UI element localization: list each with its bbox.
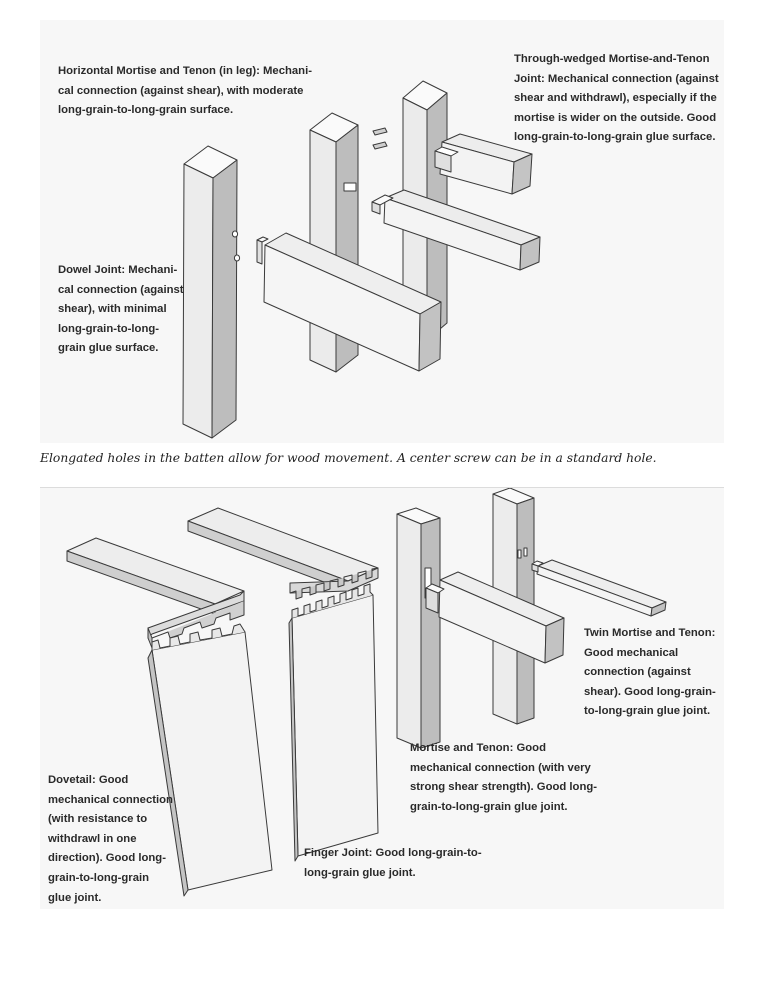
mortise-hole: [343, 182, 357, 192]
post-dowel: [182, 145, 241, 439]
dovetail-bottom-board: [147, 623, 273, 897]
dovetail-top-board: [66, 537, 245, 649]
dowel-hole: [231, 230, 239, 238]
finger-bottom-board: [288, 583, 379, 862]
wedges: [372, 127, 388, 150]
top-joints-drawing: [182, 80, 541, 439]
twin-mortise-hole: [523, 547, 528, 557]
bottom-joints-drawing: [66, 488, 667, 897]
bottom-joints-illustration: Twin Mortise and Tenon: Good mechanical …: [40, 487, 724, 909]
rail-dowel: [256, 232, 442, 372]
twin-mortise-hole: [517, 549, 522, 559]
label-mortise-tenon: Mortise and Tenon: Good mechanical conne…: [410, 742, 598, 813]
finger-top-board: [187, 507, 379, 600]
figure-caption: Elongated holes in the batten allow for …: [40, 451, 657, 465]
label-through-wedged: Through-wedged Mortise-and-Tenon Joint: …: [514, 53, 719, 144]
label-twin-mortise: Twin Mortise and Tenon: Good mechanical …: [584, 627, 716, 718]
label-dovetail: Dovetail: Good mechanical connection (wi…: [48, 774, 173, 904]
dowel-hole: [233, 254, 241, 262]
label-finger-joint: Finger Joint: Good long-grain-to- long-g…: [304, 847, 482, 879]
rail-through-wedged: [434, 133, 533, 195]
label-dowel-joint: Dowel Joint: Mechani- cal connection (ag…: [58, 264, 184, 355]
post-mortise-tenon: [396, 507, 441, 749]
rail-horizontal-tenon: [371, 189, 541, 271]
rail-twin-tenon: [531, 559, 667, 617]
rail-mortise-tenon: [425, 571, 565, 664]
label-horizontal-mortise: Horizontal Mortise and Tenon (in leg): M…: [58, 65, 312, 117]
top-joints-illustration: Horizontal Mortise and Tenon (in leg): M…: [40, 20, 724, 443]
